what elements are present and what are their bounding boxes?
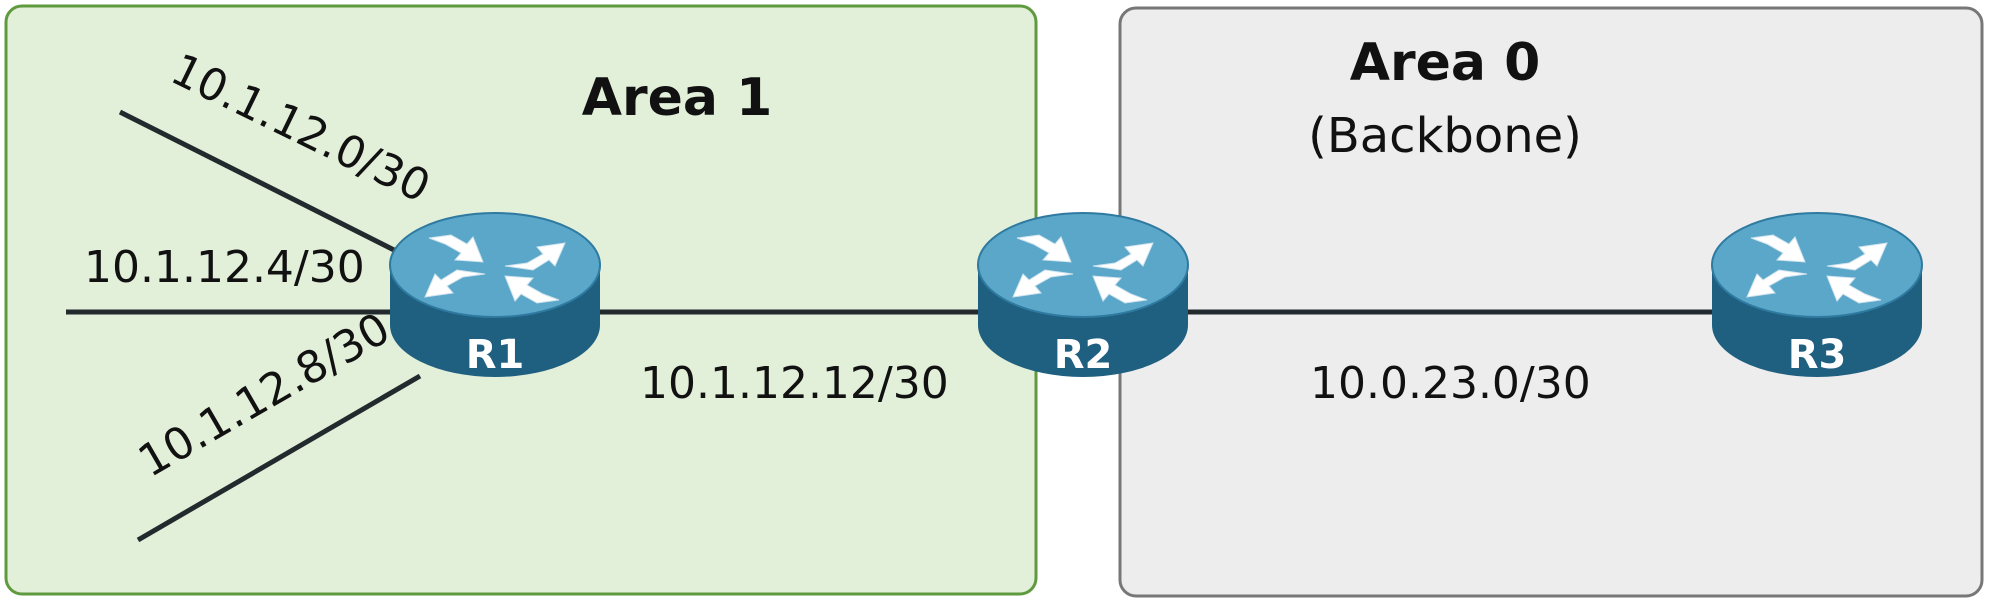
router-r2[interactable]: R2	[977, 212, 1189, 378]
router-r1[interactable]: R1	[389, 212, 601, 378]
link-10-1-12-0	[118, 109, 400, 255]
area-0-subtitle: (Backbone)	[1308, 108, 1582, 164]
router-r1-label: R1	[466, 332, 525, 378]
router-r2-label: R2	[1054, 332, 1113, 378]
subnet-label-10-1-12-12: 10.1.12.12/30	[640, 358, 949, 409]
area-0-title: Area 0	[1350, 33, 1541, 93]
subnet-label-10-0-23-0: 10.0.23.0/30	[1310, 358, 1591, 409]
area-1-title: Area 1	[582, 68, 773, 128]
link-10-1-12-8	[136, 373, 422, 543]
router-r3-label: R3	[1788, 332, 1847, 378]
subnet-label-10-1-12-4: 10.1.12.4/30	[84, 242, 365, 293]
router-r3[interactable]: R3	[1711, 212, 1923, 378]
